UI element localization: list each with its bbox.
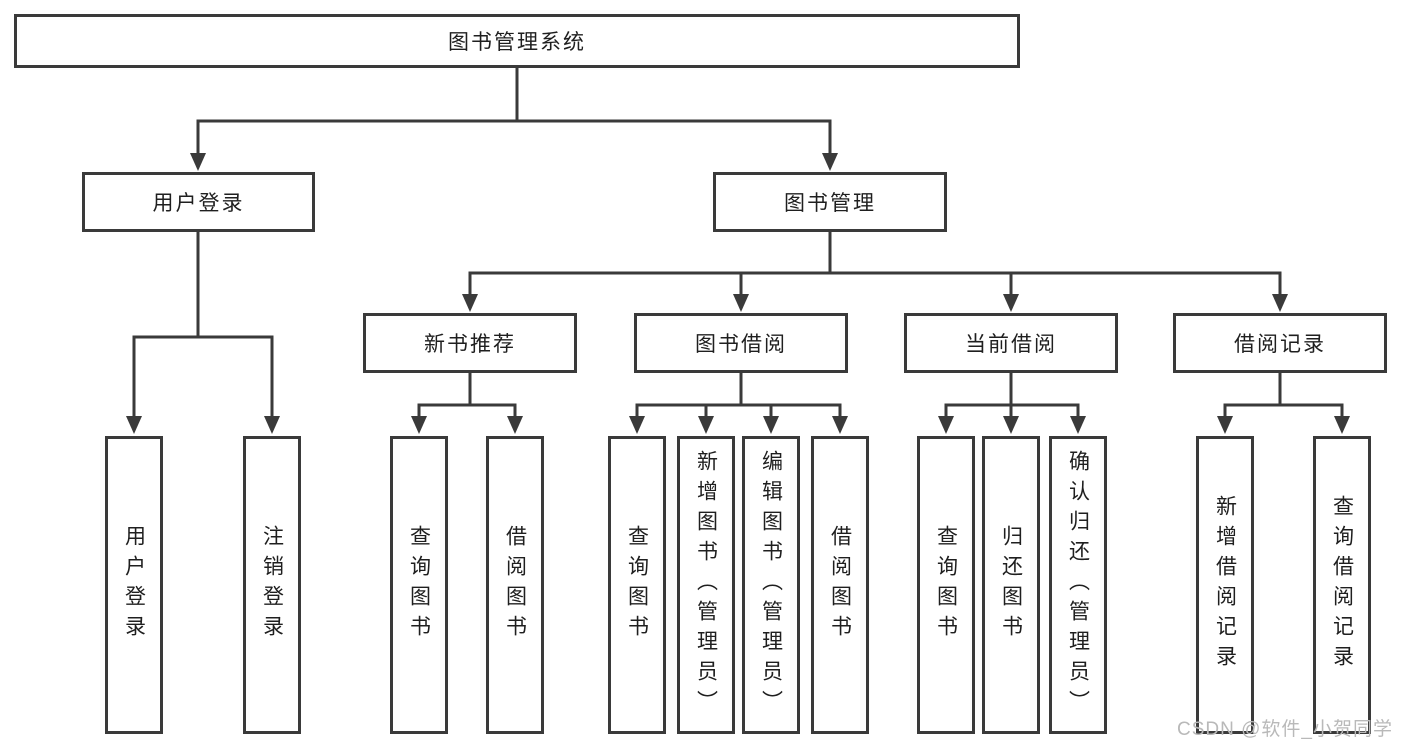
arrowhead — [1003, 416, 1019, 434]
node-label: 图书管理 — [784, 192, 876, 215]
arrowhead — [938, 416, 954, 434]
leaf-label: 查询图书 — [625, 525, 649, 645]
node-label: 图书管理系统 — [448, 31, 586, 54]
leaf-query-book-recommend: 查询图书 — [390, 436, 448, 734]
node-user-login: 用户登录 — [82, 172, 315, 232]
leaf-add-borrow-record: 新增借阅记录 — [1196, 436, 1254, 734]
leaf-query-book-current: 查询图书 — [917, 436, 975, 734]
node-borrow-records: 借阅记录 — [1173, 313, 1387, 373]
leaf-label: 新增图书（管理员） — [694, 450, 718, 720]
leaf-query-book-borrow: 查询图书 — [608, 436, 666, 734]
arrowhead — [411, 416, 427, 434]
arrowhead — [1003, 294, 1019, 312]
connector-records-to-leaves — [1223, 373, 1344, 418]
arrowhead — [264, 416, 280, 434]
node-current-borrow: 当前借阅 — [904, 313, 1118, 373]
leaf-borrow-book-recommend: 借阅图书 — [486, 436, 544, 734]
arrowhead — [1272, 294, 1288, 312]
node-label: 用户登录 — [152, 192, 245, 215]
node-label: 借阅记录 — [1234, 333, 1326, 356]
node-root-system: 图书管理系统 — [14, 14, 1020, 68]
arrowhead — [126, 416, 142, 434]
node-label: 当前借阅 — [965, 333, 1057, 356]
arrowhead — [629, 416, 645, 434]
connector-borrow-to-leaves — [635, 373, 842, 418]
leaf-confirm-return-admin: 确认归还（管理员） — [1049, 436, 1107, 734]
leaf-label: 确认归还（管理员） — [1066, 450, 1090, 720]
arrowhead — [763, 416, 779, 434]
arrowhead — [1334, 416, 1350, 434]
node-book-management: 图书管理 — [713, 172, 947, 232]
leaf-borrow-book: 借阅图书 — [811, 436, 869, 734]
leaf-label: 借阅图书 — [828, 525, 852, 645]
arrowhead — [462, 294, 478, 312]
connector-userlogin-to-leaves — [132, 232, 274, 418]
leaf-label: 归还图书 — [999, 525, 1023, 645]
node-new-book-recommend: 新书推荐 — [363, 313, 577, 373]
arrowhead — [1217, 416, 1233, 434]
leaf-label: 借阅图书 — [503, 525, 527, 645]
connector-root-to-level2 — [196, 68, 832, 160]
connector-bookmgmt-to-level3 — [468, 232, 1282, 297]
leaf-label: 查询图书 — [407, 525, 431, 645]
leaf-label: 查询借阅记录 — [1330, 495, 1354, 675]
leaf-return-book: 归还图书 — [982, 436, 1040, 734]
leaf-query-borrow-record: 查询借阅记录 — [1313, 436, 1371, 734]
leaf-logout: 注销登录 — [243, 436, 301, 734]
node-book-borrow: 图书借阅 — [634, 313, 848, 373]
arrowhead — [832, 416, 848, 434]
arrowhead — [507, 416, 523, 434]
connector-current-to-leaves — [944, 373, 1080, 418]
node-label: 图书借阅 — [695, 333, 787, 356]
arrowhead — [733, 294, 749, 312]
connector-recommend-to-leaves — [417, 373, 517, 418]
leaf-user-login: 用户登录 — [105, 436, 163, 734]
leaf-label: 编辑图书（管理员） — [759, 450, 783, 720]
arrowhead — [190, 153, 206, 171]
leaf-edit-book-admin: 编辑图书（管理员） — [742, 436, 800, 734]
arrowhead — [698, 416, 714, 434]
arrowhead — [822, 153, 838, 171]
leaf-add-book-admin: 新增图书（管理员） — [677, 436, 735, 734]
leaf-label: 查询图书 — [934, 525, 958, 645]
node-label: 新书推荐 — [424, 333, 516, 356]
arrowhead — [1070, 416, 1086, 434]
csdn-watermark: CSDN @软件_小贺同学 — [1177, 719, 1393, 740]
leaf-label: 新增借阅记录 — [1213, 495, 1237, 675]
leaf-label: 注销登录 — [260, 525, 284, 645]
leaf-label: 用户登录 — [122, 525, 146, 645]
